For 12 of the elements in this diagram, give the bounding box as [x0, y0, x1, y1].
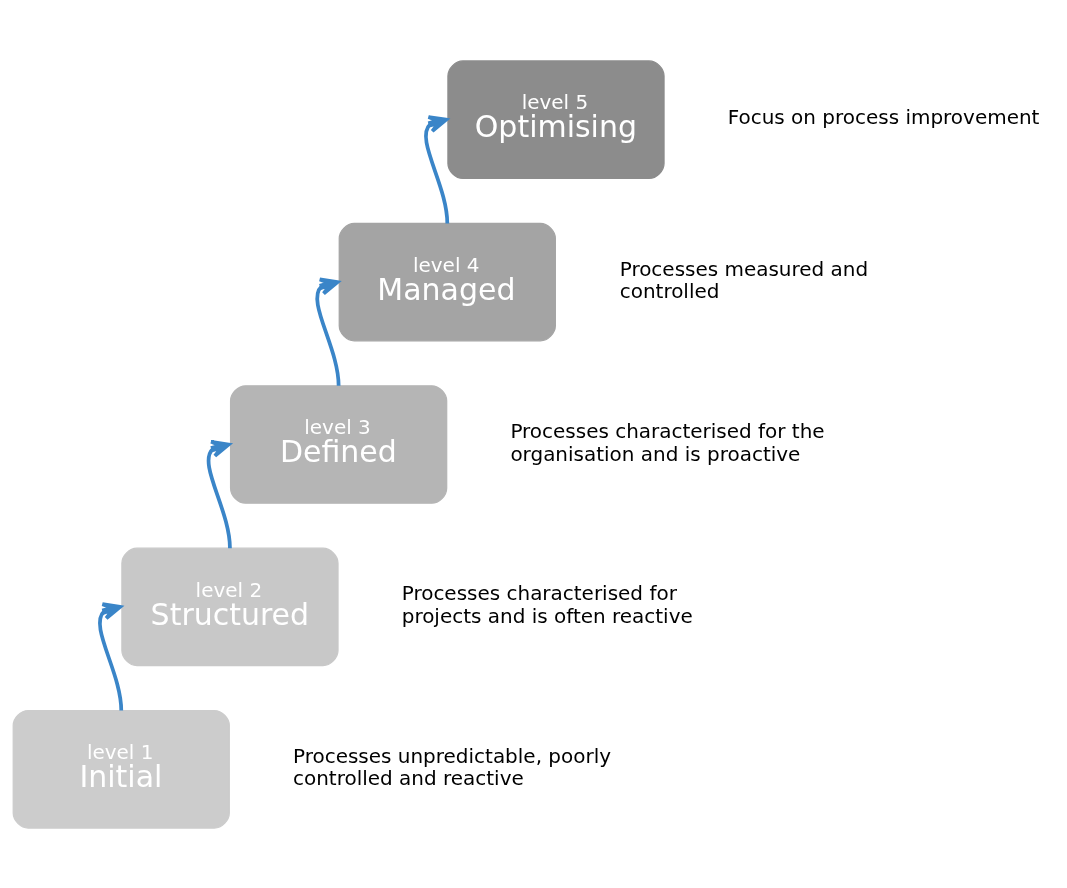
- arrow: [206, 439, 232, 548]
- node-box: level 4 Managed: [338, 222, 556, 341]
- arrow: [315, 277, 341, 386]
- node-label: Processes characterised for projects and is often reactive: [401, 580, 693, 628]
- node-label: Focus on process improvement: [727, 104, 1040, 129]
- node-box: level 5 Optimising: [447, 59, 665, 179]
- node-label: Processes characterised for the organisation and is proactive: [510, 418, 825, 465]
- arrow: [98, 601, 124, 711]
- node-box: level 3 Defined: [229, 384, 448, 504]
- arrow: [424, 114, 450, 223]
- node-label: Processes unpredictable, poorly controlled and reactive: [293, 743, 612, 790]
- node-label: Processes measured and controlled: [619, 256, 869, 303]
